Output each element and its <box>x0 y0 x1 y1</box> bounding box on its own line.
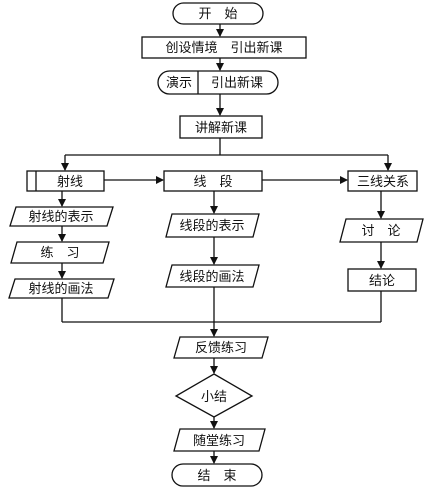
node-explain: 讲解新课 <box>179 115 263 139</box>
node-three-lines-label: 三线关系 <box>357 175 409 190</box>
node-create-context: 创设情境 引出新课 <box>141 36 307 59</box>
node-ray: 射线 <box>26 170 105 192</box>
node-three-lines: 三线关系 <box>347 170 418 192</box>
node-segment-drawing-label: 线段的画法 <box>179 269 244 285</box>
node-summary-label: 小结 <box>201 390 227 405</box>
connectors <box>58 24 392 464</box>
node-ray-notation: 射线的表示 <box>9 206 114 227</box>
node-ray-label: 射线 <box>57 174 83 190</box>
node-practice: 练 习 <box>10 241 110 264</box>
node-segment-label: 线 段 <box>193 175 232 190</box>
node-discussion: 讨 论 <box>339 218 424 243</box>
node-segment-notation: 线段的表示 <box>165 213 260 238</box>
node-conclusion: 结论 <box>347 268 417 292</box>
node-summary: 小结 <box>174 373 254 418</box>
node-discussion-label: 讨 论 <box>361 224 400 239</box>
node-end: 结 束 <box>171 463 263 487</box>
node-segment-notation-label: 线段的表示 <box>179 218 244 234</box>
node-feedback: 反馈练习 <box>173 336 269 359</box>
node-demo: 演示 引出新课 <box>157 70 279 95</box>
node-explain-label: 讲解新课 <box>195 120 247 136</box>
node-segment: 线 段 <box>163 170 263 192</box>
node-feedback-label: 反馈练习 <box>195 341 247 356</box>
node-end-label: 结 束 <box>197 469 236 484</box>
node-conclusion-label: 结论 <box>369 274 395 289</box>
node-class-practice-label: 随堂练习 <box>193 434 245 449</box>
node-demo-label-b: 引出新课 <box>211 75 263 91</box>
node-practice-label: 练 习 <box>40 246 79 261</box>
node-start: 开 始 <box>172 2 264 25</box>
node-segment-drawing: 线段的画法 <box>165 264 260 288</box>
node-ray-drawing-label: 射线的画法 <box>28 281 93 297</box>
node-start-label: 开 始 <box>198 7 237 22</box>
node-class-practice: 随堂练习 <box>173 428 266 452</box>
node-create-context-label: 创设情境 引出新课 <box>165 40 282 56</box>
node-ray-notation-label: 射线的表示 <box>28 209 93 225</box>
node-demo-label-a: 演示 <box>166 75 192 91</box>
node-ray-drawing: 射线的画法 <box>8 278 115 299</box>
